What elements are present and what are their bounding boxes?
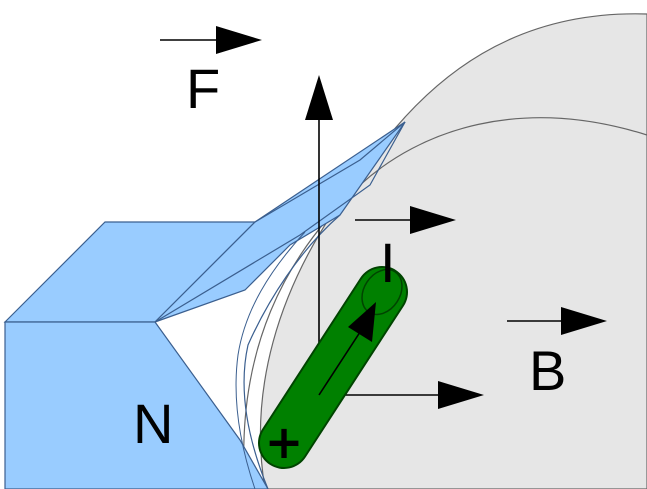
current-label-arrowhead	[410, 206, 456, 234]
magnet-pole-lower-edge	[154, 121, 406, 323]
force-label-arrowhead	[216, 26, 262, 54]
magnet-pole-upper-edge	[254, 121, 406, 223]
magnet-pole-curved-face-inner	[235, 231, 306, 489]
force-vector-arrowhead	[305, 75, 333, 120]
current-label: I	[380, 231, 396, 294]
current-vector-shaft	[318, 325, 365, 396]
field-vector-arrowhead	[438, 381, 484, 409]
field-label-arrowhead	[561, 307, 607, 335]
pole-label: N	[133, 392, 173, 455]
current-vector-arrowhead	[348, 302, 376, 342]
magnet-front-face	[4, 321, 269, 489]
magnet-pole-curved-face	[243, 214, 341, 489]
force-label: F	[186, 57, 220, 120]
field-label: B	[529, 339, 566, 402]
conductor-terminal-label: +	[265, 415, 304, 469]
